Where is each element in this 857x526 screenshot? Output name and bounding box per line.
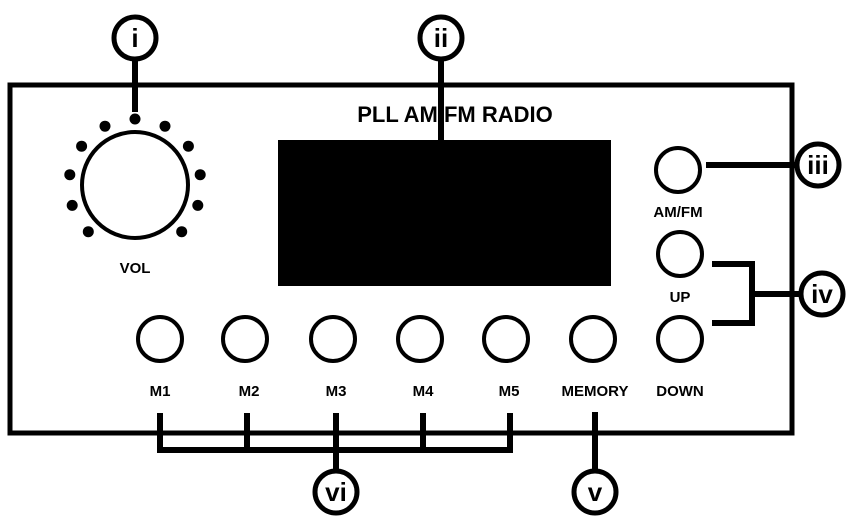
down-button[interactable] <box>656 315 704 363</box>
preset-label-m4: M4 <box>413 383 434 400</box>
callout-text-ii: ii <box>434 23 448 53</box>
preset-button-m3[interactable] <box>309 315 357 363</box>
am-fm-button[interactable] <box>654 146 702 194</box>
preset-label-m2: M2 <box>239 383 260 400</box>
radio-title: PLL AM/FM RADIO <box>357 102 553 127</box>
memory-label: MEMORY <box>562 383 629 400</box>
callout-ii: ii <box>417 14 465 62</box>
callout-circle-iv <box>798 270 846 318</box>
preset-button-m1[interactable] <box>136 315 184 363</box>
up-button[interactable] <box>656 230 704 278</box>
volume-scale-dot <box>99 120 111 132</box>
volume-scale-dot <box>176 226 188 238</box>
callout-text-v: v <box>588 477 603 507</box>
radio-body <box>7 82 795 436</box>
callout-circle-vi <box>312 468 360 516</box>
volume-scale-dot <box>82 226 94 238</box>
volume-scale-dots <box>64 113 206 238</box>
volume-scale-dot <box>76 140 88 152</box>
preset-label-m3: M3 <box>326 383 347 400</box>
preset-buttons <box>136 315 530 363</box>
callout-v: v <box>571 468 619 516</box>
callout-text-i: i <box>131 23 138 53</box>
up-label: UP <box>670 289 691 306</box>
volume-scale-dot <box>159 120 171 132</box>
callout-iii: iii <box>794 141 842 189</box>
preset-button-m2[interactable] <box>221 315 269 363</box>
callout-text-vi: vi <box>325 477 347 507</box>
volume-scale-dot <box>194 169 206 181</box>
callout-leaders <box>132 59 800 472</box>
leader-iv-bracket <box>712 261 755 326</box>
preset-label-m5: M5 <box>499 383 520 400</box>
callout-circle-v <box>571 468 619 516</box>
preset-label-m1: M1 <box>150 383 171 400</box>
callout-vi: vi <box>312 468 360 516</box>
callout-iv: iv <box>798 270 846 318</box>
volume-scale-dot <box>129 113 141 125</box>
volume-knob[interactable] <box>64 113 206 240</box>
callout-text-iii: iii <box>807 150 829 180</box>
volume-scale-dot <box>192 199 204 211</box>
preset-button-m4[interactable] <box>396 315 444 363</box>
callout-text-iv: iv <box>811 279 833 309</box>
callout-circle-iii <box>794 141 842 189</box>
volume-label: VOL <box>120 260 151 277</box>
callout-circle-ii <box>417 14 465 62</box>
volume-knob-dial[interactable] <box>80 130 190 240</box>
memory-button[interactable] <box>569 315 617 363</box>
callout-i: i <box>111 14 159 62</box>
volume-scale-dot <box>182 140 194 152</box>
volume-scale-dot <box>64 169 76 181</box>
display-screen <box>278 140 611 286</box>
volume-scale-dot <box>66 199 78 211</box>
am-fm-label: AM/FM <box>653 204 702 221</box>
down-label: DOWN <box>656 383 704 400</box>
preset-button-m5[interactable] <box>482 315 530 363</box>
callout-circle-i <box>111 14 159 62</box>
